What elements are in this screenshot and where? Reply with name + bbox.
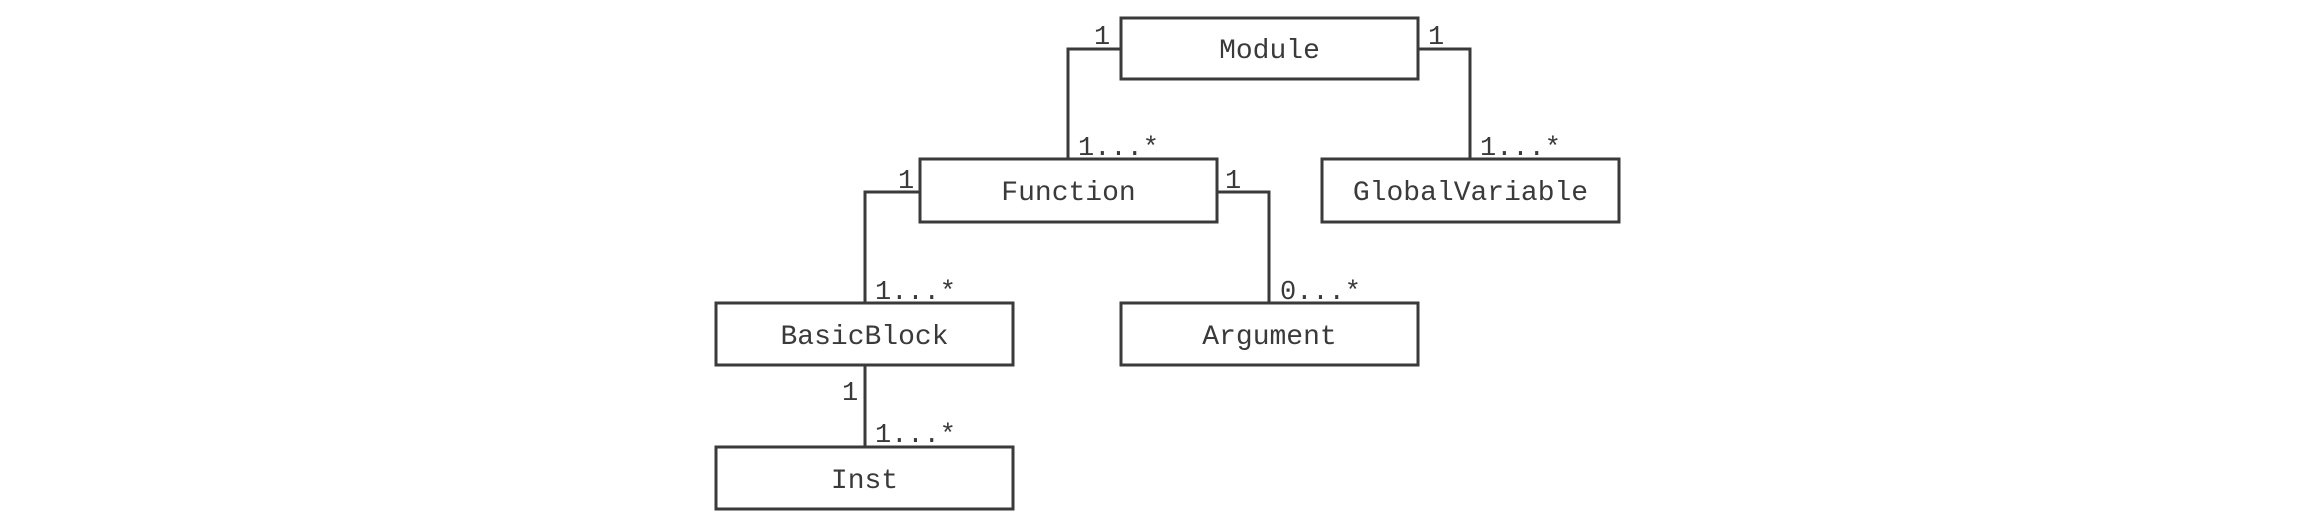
node-module: Module (1119, 16, 1420, 81)
mult-basic-block-inst-target: 1...* (875, 421, 956, 451)
mult-module-global-variable-source: 1 (1428, 23, 1444, 53)
node-global-variable: GlobalVariable (1320, 157, 1621, 224)
mult-module-global-variable-target: 1...* (1480, 134, 1561, 164)
node-inst-box (714, 445, 1015, 511)
node-argument-box (1119, 301, 1420, 367)
node-global-variable-box (1320, 157, 1621, 224)
mult-basic-block-inst-source: 1 (842, 379, 858, 409)
multiplicities: 1 1...* 1 1...* 1 1...* 1 0...* 1 1...* (842, 23, 1561, 451)
mult-module-function-source: 1 (1094, 23, 1110, 53)
node-module-box (1119, 16, 1420, 81)
node-inst: Inst (714, 445, 1015, 511)
mult-module-function-target: 1...* (1078, 134, 1159, 164)
node-basic-block-box (714, 301, 1015, 367)
edges (863, 47, 1472, 447)
edge-module-function (1066, 47, 1121, 159)
node-function-label: Function (1001, 178, 1135, 209)
node-inst-label: Inst (831, 466, 898, 497)
edge-function-argument (1217, 190, 1271, 303)
node-module-label: Module (1219, 36, 1320, 67)
mult-function-basic-block-source: 1 (898, 167, 914, 197)
node-global-variable-label: GlobalVariable (1353, 178, 1588, 209)
node-function: Function (918, 157, 1219, 224)
edge-function-basic-block (863, 190, 920, 303)
mult-function-basic-block-target: 1...* (875, 278, 956, 308)
node-basic-block: BasicBlock (714, 301, 1015, 367)
node-argument: Argument (1119, 301, 1420, 367)
mult-function-argument-source: 1 (1225, 167, 1241, 197)
node-argument-label: Argument (1202, 322, 1336, 353)
node-function-box (918, 157, 1219, 224)
node-basic-block-label: BasicBlock (780, 322, 948, 353)
mult-function-argument-target: 0...* (1280, 278, 1361, 308)
edge-module-global-variable (1418, 47, 1472, 159)
